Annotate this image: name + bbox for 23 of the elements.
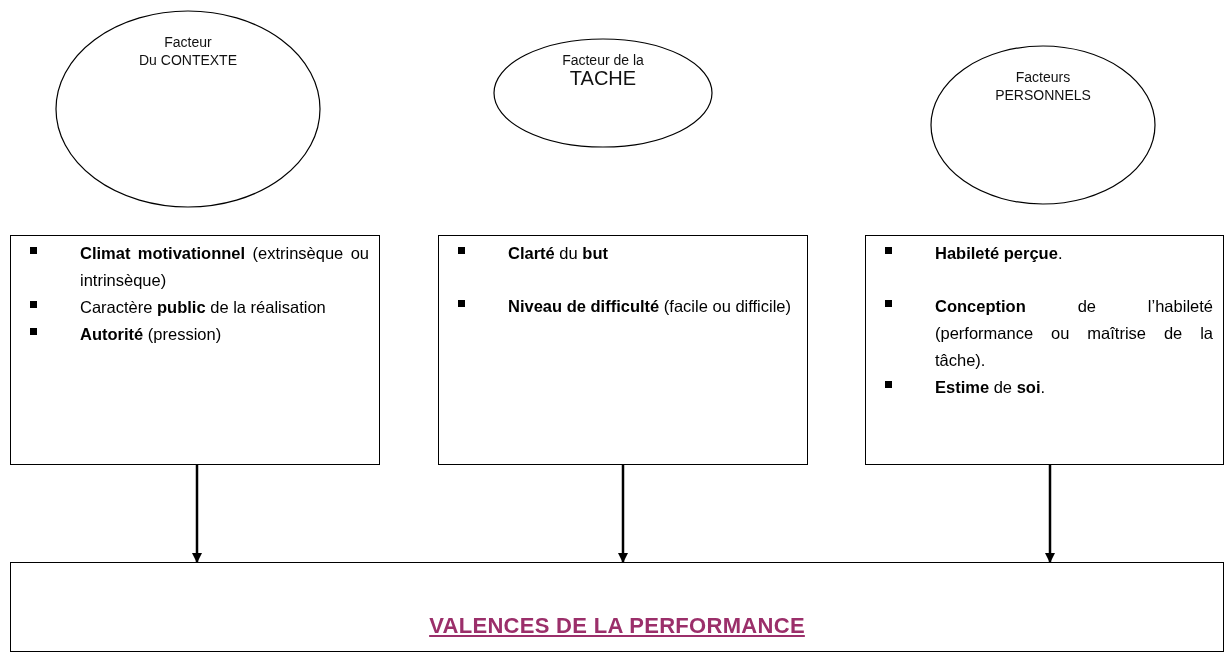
list-item: Climat motivationnel (extrinsèque ou intrinsèque) [80, 243, 369, 291]
list-item: Estime de soi. [935, 377, 1047, 398]
factor-ellipse [930, 45, 1156, 205]
factor-list-box [438, 235, 808, 465]
arrow [1045, 465, 1055, 563]
factor-ellipse [55, 10, 321, 208]
factor-label: Facteur [164, 34, 212, 52]
result-title: VALENCES DE LA PERFORMANCE [429, 613, 805, 639]
arrow [618, 465, 628, 563]
arrow [192, 465, 202, 563]
factor-list-box [10, 235, 380, 465]
factor-label: Facteurs [1015, 69, 1071, 87]
list-item: Autorité (pression) [80, 324, 223, 345]
list-item: Habileté perçue. [935, 243, 1064, 264]
factor-list-box [865, 235, 1224, 465]
list-item: Clarté du but [508, 243, 609, 264]
factor-ellipse [493, 38, 713, 148]
list-item: Niveau de difficulté (facile ou difficile) [508, 296, 793, 317]
result-box [10, 562, 1224, 652]
factor-label: PERSONNELS [995, 86, 1091, 104]
list-item: Conception de l’habileté (performance ou maîtrise de la tâche). [935, 296, 1213, 371]
factor-label: Du CONTEXTE [139, 51, 237, 69]
list-item: Caractère public de la réalisation [80, 297, 327, 318]
